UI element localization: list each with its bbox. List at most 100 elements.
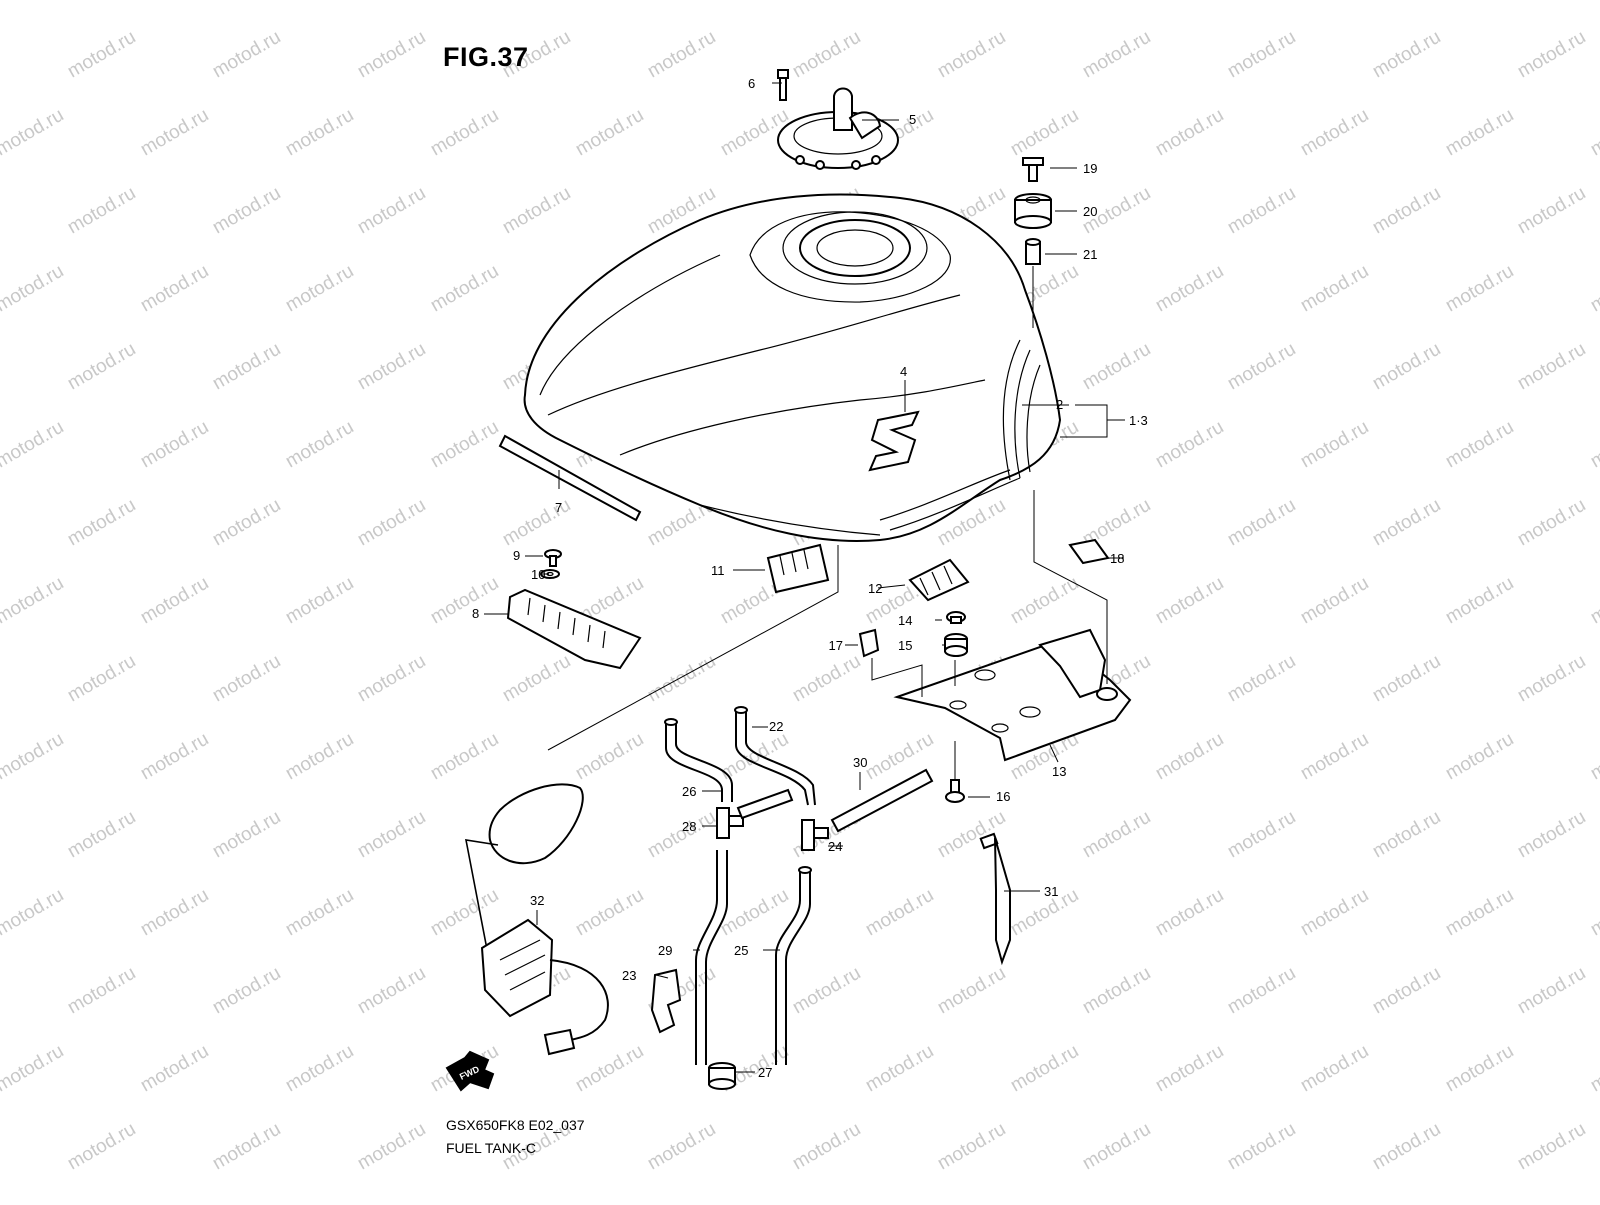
callout-15: 15: [898, 638, 912, 653]
callout-8: 8: [472, 606, 479, 621]
callout-23: 23: [622, 968, 636, 983]
end-cap[interactable]: [708, 1062, 736, 1090]
callout-28: 28: [682, 819, 696, 834]
watermark-text: motod.ru: [789, 27, 864, 83]
watermark-text: motod.ru: [1007, 105, 1082, 161]
watermark-text: motod.ru: [862, 885, 937, 941]
callout-32: 32: [530, 893, 544, 908]
watermark-text: motod.ru: [1369, 183, 1444, 239]
callout-25: 25: [734, 943, 748, 958]
watermark-text: motod.ru: [1369, 807, 1444, 863]
watermark-text: motod.ru: [644, 27, 719, 83]
watermark-text: motod.ru: [1152, 885, 1227, 941]
cushion[interactable]: [766, 543, 830, 594]
bolt-2[interactable]: [946, 611, 966, 624]
watermark-text: motod.ru: [499, 651, 574, 707]
watermark-text: motod.ru: [0, 1041, 67, 1097]
mount-bolt[interactable]: [1022, 157, 1044, 182]
bolt-3[interactable]: [945, 779, 965, 803]
emblem-icon: [868, 410, 920, 472]
callout-18: 18: [1110, 551, 1124, 566]
watermark-text: motod.ru: [934, 27, 1009, 83]
cushion-2[interactable]: [908, 558, 970, 602]
watermark-text: motod.ru: [64, 807, 139, 863]
trim-strip[interactable]: [498, 434, 642, 522]
watermark-text: motod.ru: [1442, 573, 1517, 629]
watermark-text: motod.ru: [1587, 261, 1600, 317]
watermark-text: motod.ru: [64, 339, 139, 395]
hose-30[interactable]: [830, 768, 934, 833]
watermark-text: motod.ru: [644, 807, 719, 863]
watermark-text: motod.ru: [137, 1041, 212, 1097]
breather-hose-22[interactable]: [734, 706, 816, 806]
watermark-text: motod.ru: [1369, 27, 1444, 83]
watermark-text: motod.ru: [1514, 183, 1589, 239]
watermark-text: motod.ru: [1369, 495, 1444, 551]
watermark-text: motod.ru: [1152, 0, 1227, 4]
watermark-text: motod.ru: [282, 261, 357, 317]
watermark-text: motod.ru: [572, 0, 647, 4]
watermark-text: motod.ru: [1442, 261, 1517, 317]
callout-7: 7: [555, 500, 562, 515]
watermark-text: motod.ru: [1514, 339, 1589, 395]
watermark-text: motod.ru: [427, 885, 502, 941]
bolt[interactable]: [777, 69, 789, 101]
cover[interactable]: [858, 628, 880, 658]
watermark-text: motod.ru: [934, 1119, 1009, 1175]
callout-21: 21: [1083, 247, 1097, 262]
watermark-text: motod.ru: [137, 729, 212, 785]
cushion-3[interactable]: [944, 633, 968, 657]
watermark-text: motod.ru: [0, 0, 67, 4]
hose-29[interactable]: [695, 850, 728, 1065]
watermark-text: motod.ru: [0, 261, 67, 317]
watermark-text: motod.ru: [282, 729, 357, 785]
watermark-text: motod.ru: [64, 495, 139, 551]
collar[interactable]: [1025, 238, 1041, 265]
watermark-text: motod.ru: [282, 105, 357, 161]
watermark-text: motod.ru: [1587, 729, 1600, 785]
watermark-text: motod.ru: [1514, 1119, 1589, 1175]
bracket[interactable]: [893, 628, 1132, 762]
watermark-text: motod.ru: [1079, 963, 1154, 1019]
watermark-text: motod.ru: [1152, 417, 1227, 473]
watermark-text: motod.ru: [1297, 261, 1372, 317]
watermark-text: motod.ru: [1152, 1041, 1227, 1097]
breather-hose-26[interactable]: [664, 718, 733, 802]
watermark-text: motod.ru: [1297, 417, 1372, 473]
watermark-text: motod.ru: [282, 1041, 357, 1097]
watermark-text: motod.ru: [1079, 339, 1154, 395]
callout-31: 31: [1044, 884, 1058, 899]
fuel-level-gauge[interactable]: [464, 783, 609, 1056]
watermark-text: motod.ru: [572, 1041, 647, 1097]
watermark-text: motod.ru: [0, 729, 67, 785]
hose-clamp[interactable]: [650, 968, 682, 1034]
watermark-text: motod.ru: [1297, 885, 1372, 941]
watermark-text: motod.ru: [1442, 105, 1517, 161]
watermark-text: motod.ru: [499, 495, 574, 551]
watermark-text: motod.ru: [1297, 0, 1372, 4]
hose-25[interactable]: [775, 866, 812, 1065]
model-code: GSX650FK8 E02_037: [446, 1117, 585, 1133]
mount-cushion[interactable]: [1014, 193, 1052, 229]
watermark-text: motod.ru: [354, 651, 429, 707]
drain-hose[interactable]: [979, 832, 1011, 966]
fuel-cap[interactable]: [777, 87, 899, 170]
watermark-text: motod.ru: [0, 885, 67, 941]
fuel-tank[interactable]: [523, 193, 1062, 542]
screw[interactable]: [544, 549, 562, 567]
watermark-text: motod.ru: [427, 0, 502, 4]
watermark-text: motod.ru: [572, 105, 647, 161]
callout-26: 26: [682, 784, 696, 799]
watermark-text: motod.ru: [1152, 105, 1227, 161]
watermark-text: motod.ru: [717, 0, 792, 4]
cushion-strip[interactable]: [506, 588, 642, 670]
watermark-text: motod.ru: [427, 105, 502, 161]
three-way-joint-28[interactable]: [716, 807, 744, 839]
rubber-pad[interactable]: [1068, 538, 1110, 565]
short-hose[interactable]: [736, 788, 794, 820]
callout-27: 27: [758, 1065, 772, 1080]
watermark-text: motod.ru: [1369, 963, 1444, 1019]
watermark-text: motod.ru: [137, 261, 212, 317]
callout-13: 13: [1052, 764, 1066, 779]
three-way-joint-24[interactable]: [801, 819, 829, 851]
